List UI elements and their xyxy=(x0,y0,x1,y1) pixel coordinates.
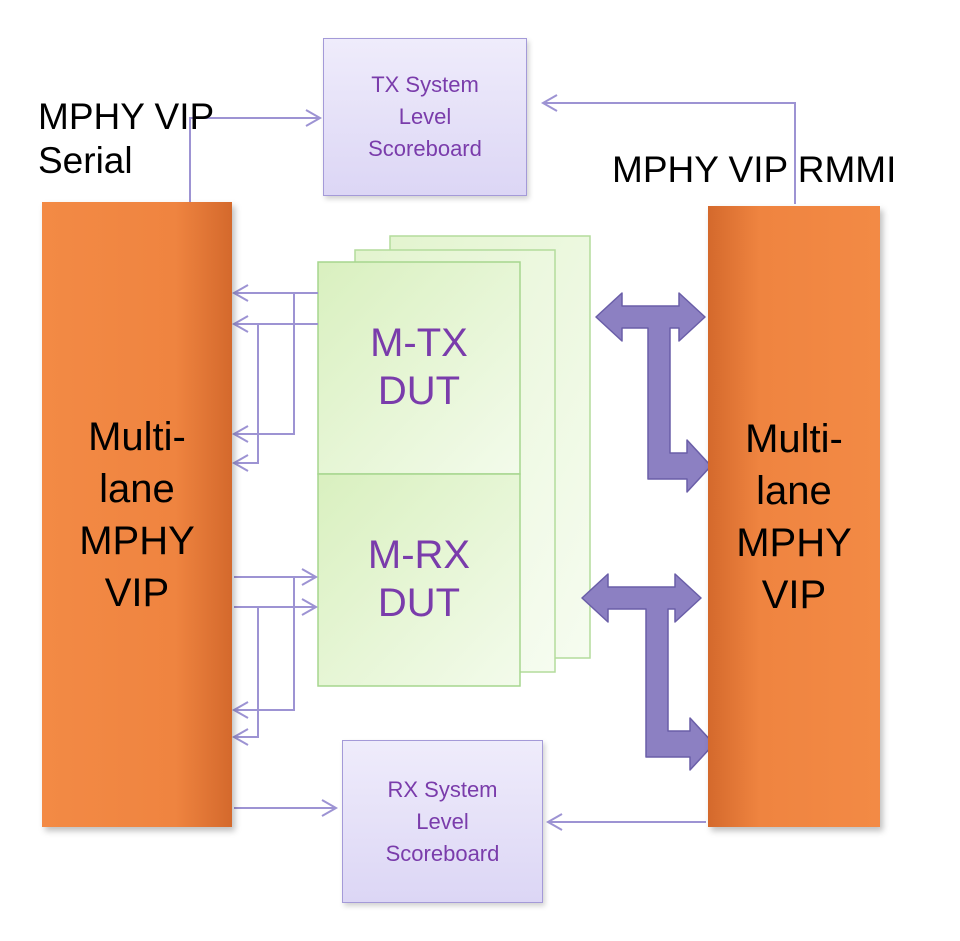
right-vip-label: Multi- lane MPHY VIP xyxy=(736,416,852,617)
left-vip-label: Multi- lane MPHY VIP xyxy=(79,414,195,615)
arrowhead xyxy=(301,568,319,586)
arrowhead xyxy=(301,598,319,616)
rx-scoreboard: RX System Level Scoreboard xyxy=(342,740,543,903)
rmmi-label: MPHY VIP RMMI xyxy=(612,149,897,190)
arrowhead xyxy=(540,94,558,112)
arrowhead xyxy=(231,701,249,719)
arrowhead xyxy=(231,454,249,472)
rx-tap-line xyxy=(236,577,295,711)
tx-scoreboard: TX System Level Scoreboard xyxy=(323,38,527,196)
rx-tap-line xyxy=(236,607,259,738)
arrowhead xyxy=(545,813,563,831)
serial-connectors xyxy=(189,94,796,831)
arrowhead xyxy=(231,284,249,302)
tx-tap-line xyxy=(236,293,295,435)
rmmi-bus-arrows xyxy=(581,292,715,771)
rx-bus-arrow xyxy=(581,573,715,771)
m-rx-dut-card xyxy=(317,473,521,687)
tx-bus-arrow xyxy=(595,292,712,493)
tx-tap-line xyxy=(236,324,259,464)
serial-to-tx-scoreboard-line xyxy=(189,117,318,204)
arrowhead xyxy=(231,425,249,443)
rmmi-to-tx-scoreboard-line xyxy=(545,102,796,204)
dut-stack-front xyxy=(317,261,521,687)
m-tx-dut-label: M-TX DUT xyxy=(370,321,468,413)
left-vip-block: Multi- lane MPHY VIP xyxy=(42,202,232,827)
arrowhead xyxy=(321,799,339,817)
right-vip-block: Multi- lane MPHY VIP xyxy=(708,206,880,827)
m-tx-dut-card xyxy=(317,261,521,475)
arrowhead xyxy=(231,315,249,333)
serial-label: MPHY VIP Serial xyxy=(38,96,215,181)
m-rx-dut-label: M-RX DUT xyxy=(367,533,471,625)
arrowhead xyxy=(305,109,323,127)
arrowhead xyxy=(231,728,249,746)
